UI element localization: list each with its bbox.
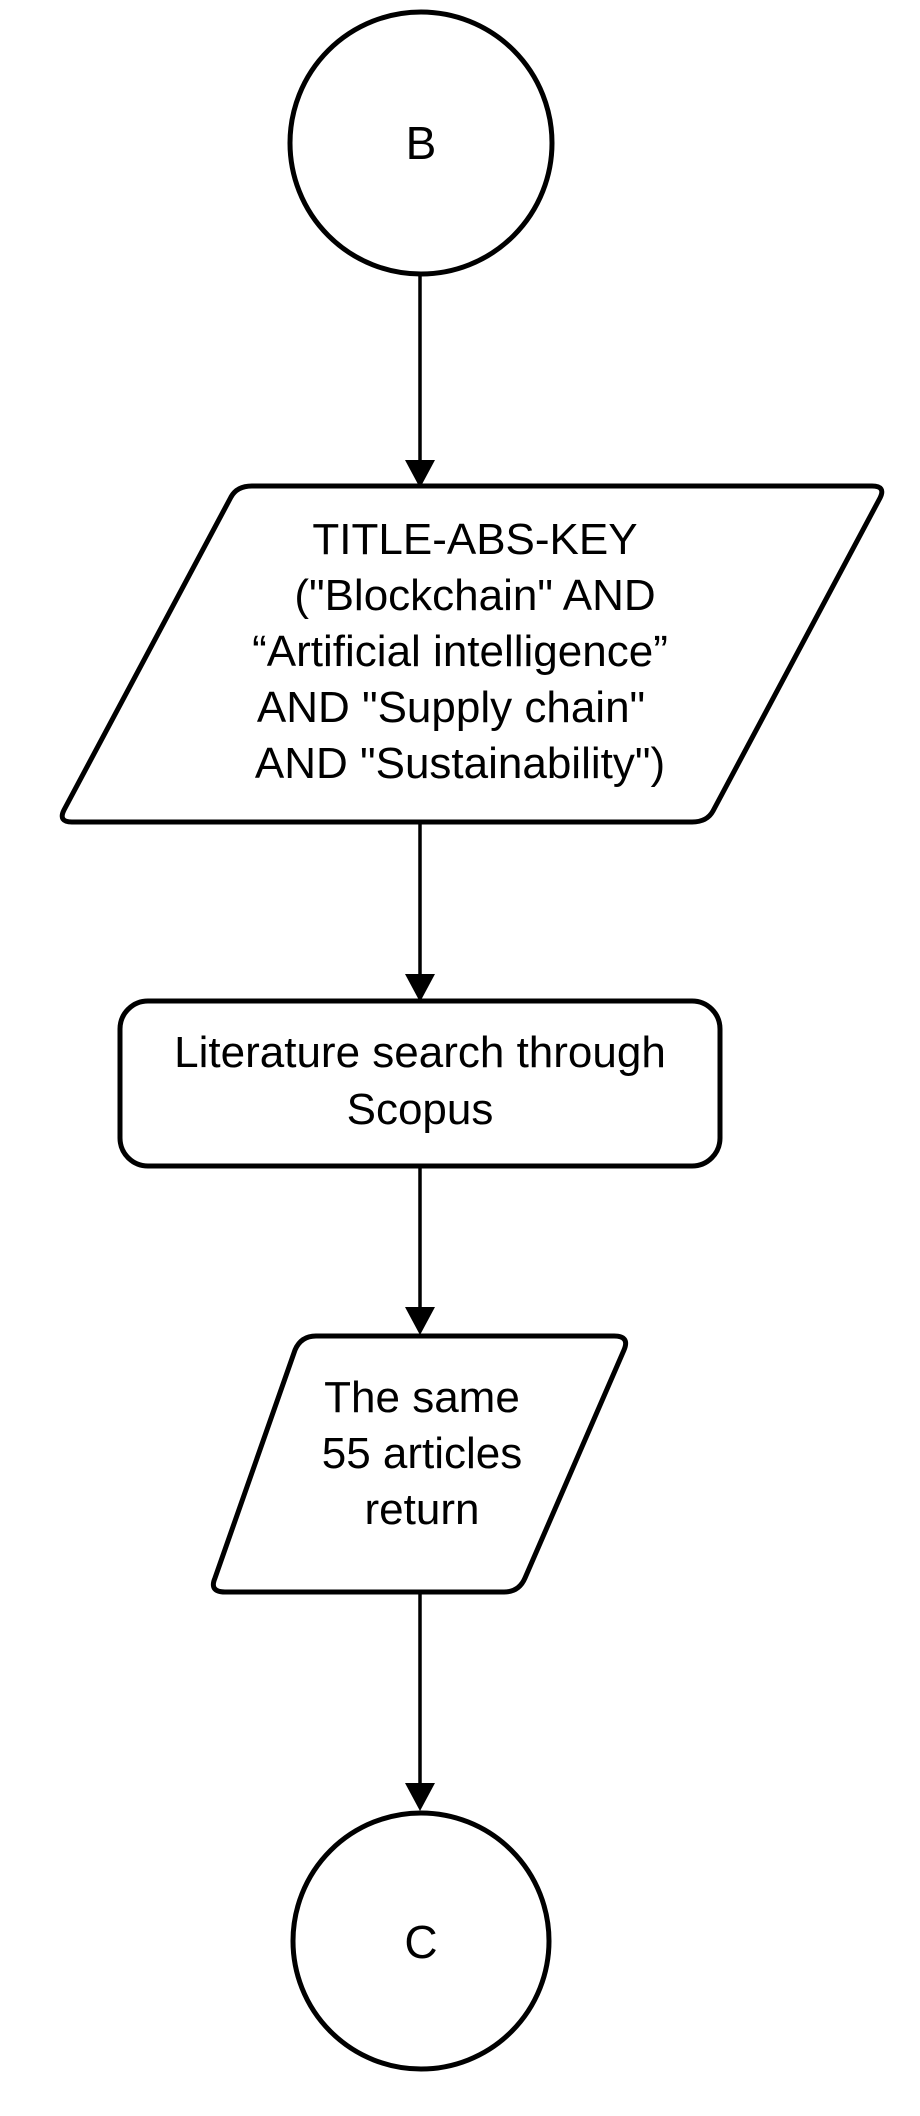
query-line-4: AND "Supply chain" (257, 683, 645, 732)
query-node: TITLE-ABS-KEY ("Blockchain" AND “Artific… (59, 483, 885, 825)
connector-c-label: C (404, 1916, 437, 1968)
connector-b-label: B (406, 117, 437, 169)
search-node: Literature search through Scopus (117, 998, 723, 1169)
result-line-1: The same (324, 1373, 520, 1422)
edge-b-to-query (405, 276, 435, 488)
query-line-5: AND "Sustainability") (255, 739, 665, 788)
search-line-2: Scopus (347, 1085, 494, 1134)
result-line-3: return (365, 1485, 480, 1534)
query-line-1: TITLE-ABS-KEY (312, 515, 637, 564)
edge-query-to-search (405, 823, 435, 1002)
connector-c: C (290, 1810, 552, 2072)
result-node: The same 55 articles return (210, 1333, 629, 1595)
search-line-1: Literature search through (174, 1028, 666, 1077)
result-line-2: 55 articles (322, 1429, 523, 1478)
connector-b: B (287, 9, 555, 277)
query-line-3: “Artificial intelligence” (252, 627, 668, 676)
query-line-2: ("Blockchain" AND (294, 571, 655, 620)
edges (405, 276, 435, 1811)
edge-result-to-c (405, 1593, 435, 1811)
edge-search-to-result (405, 1167, 435, 1335)
